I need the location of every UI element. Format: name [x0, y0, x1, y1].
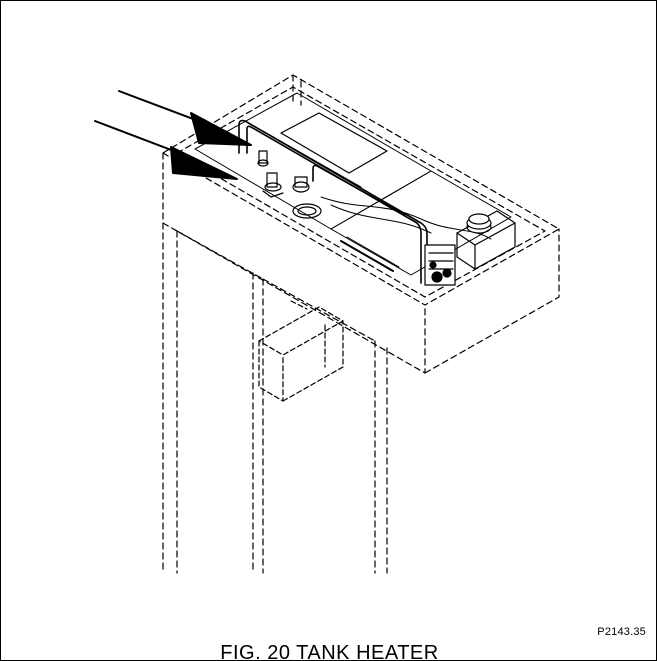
- drawing-reference-code: P2143.35: [597, 626, 646, 638]
- internal-panels: [194, 92, 512, 276]
- cabinet-outline: [162, 74, 560, 374]
- figure-caption: FIG. 20 TANK HEATER: [1, 642, 656, 660]
- figure-caption-text: FIG. 20 TANK HEATER: [214, 642, 445, 660]
- junction-box: [258, 300, 344, 402]
- heater-tube: [238, 119, 428, 284]
- stand-outline: [162, 222, 388, 574]
- thermostat-assembly: [424, 210, 516, 286]
- pointer-arrows: [94, 90, 252, 180]
- wiring: [320, 196, 492, 240]
- heater-fittings: [257, 150, 322, 219]
